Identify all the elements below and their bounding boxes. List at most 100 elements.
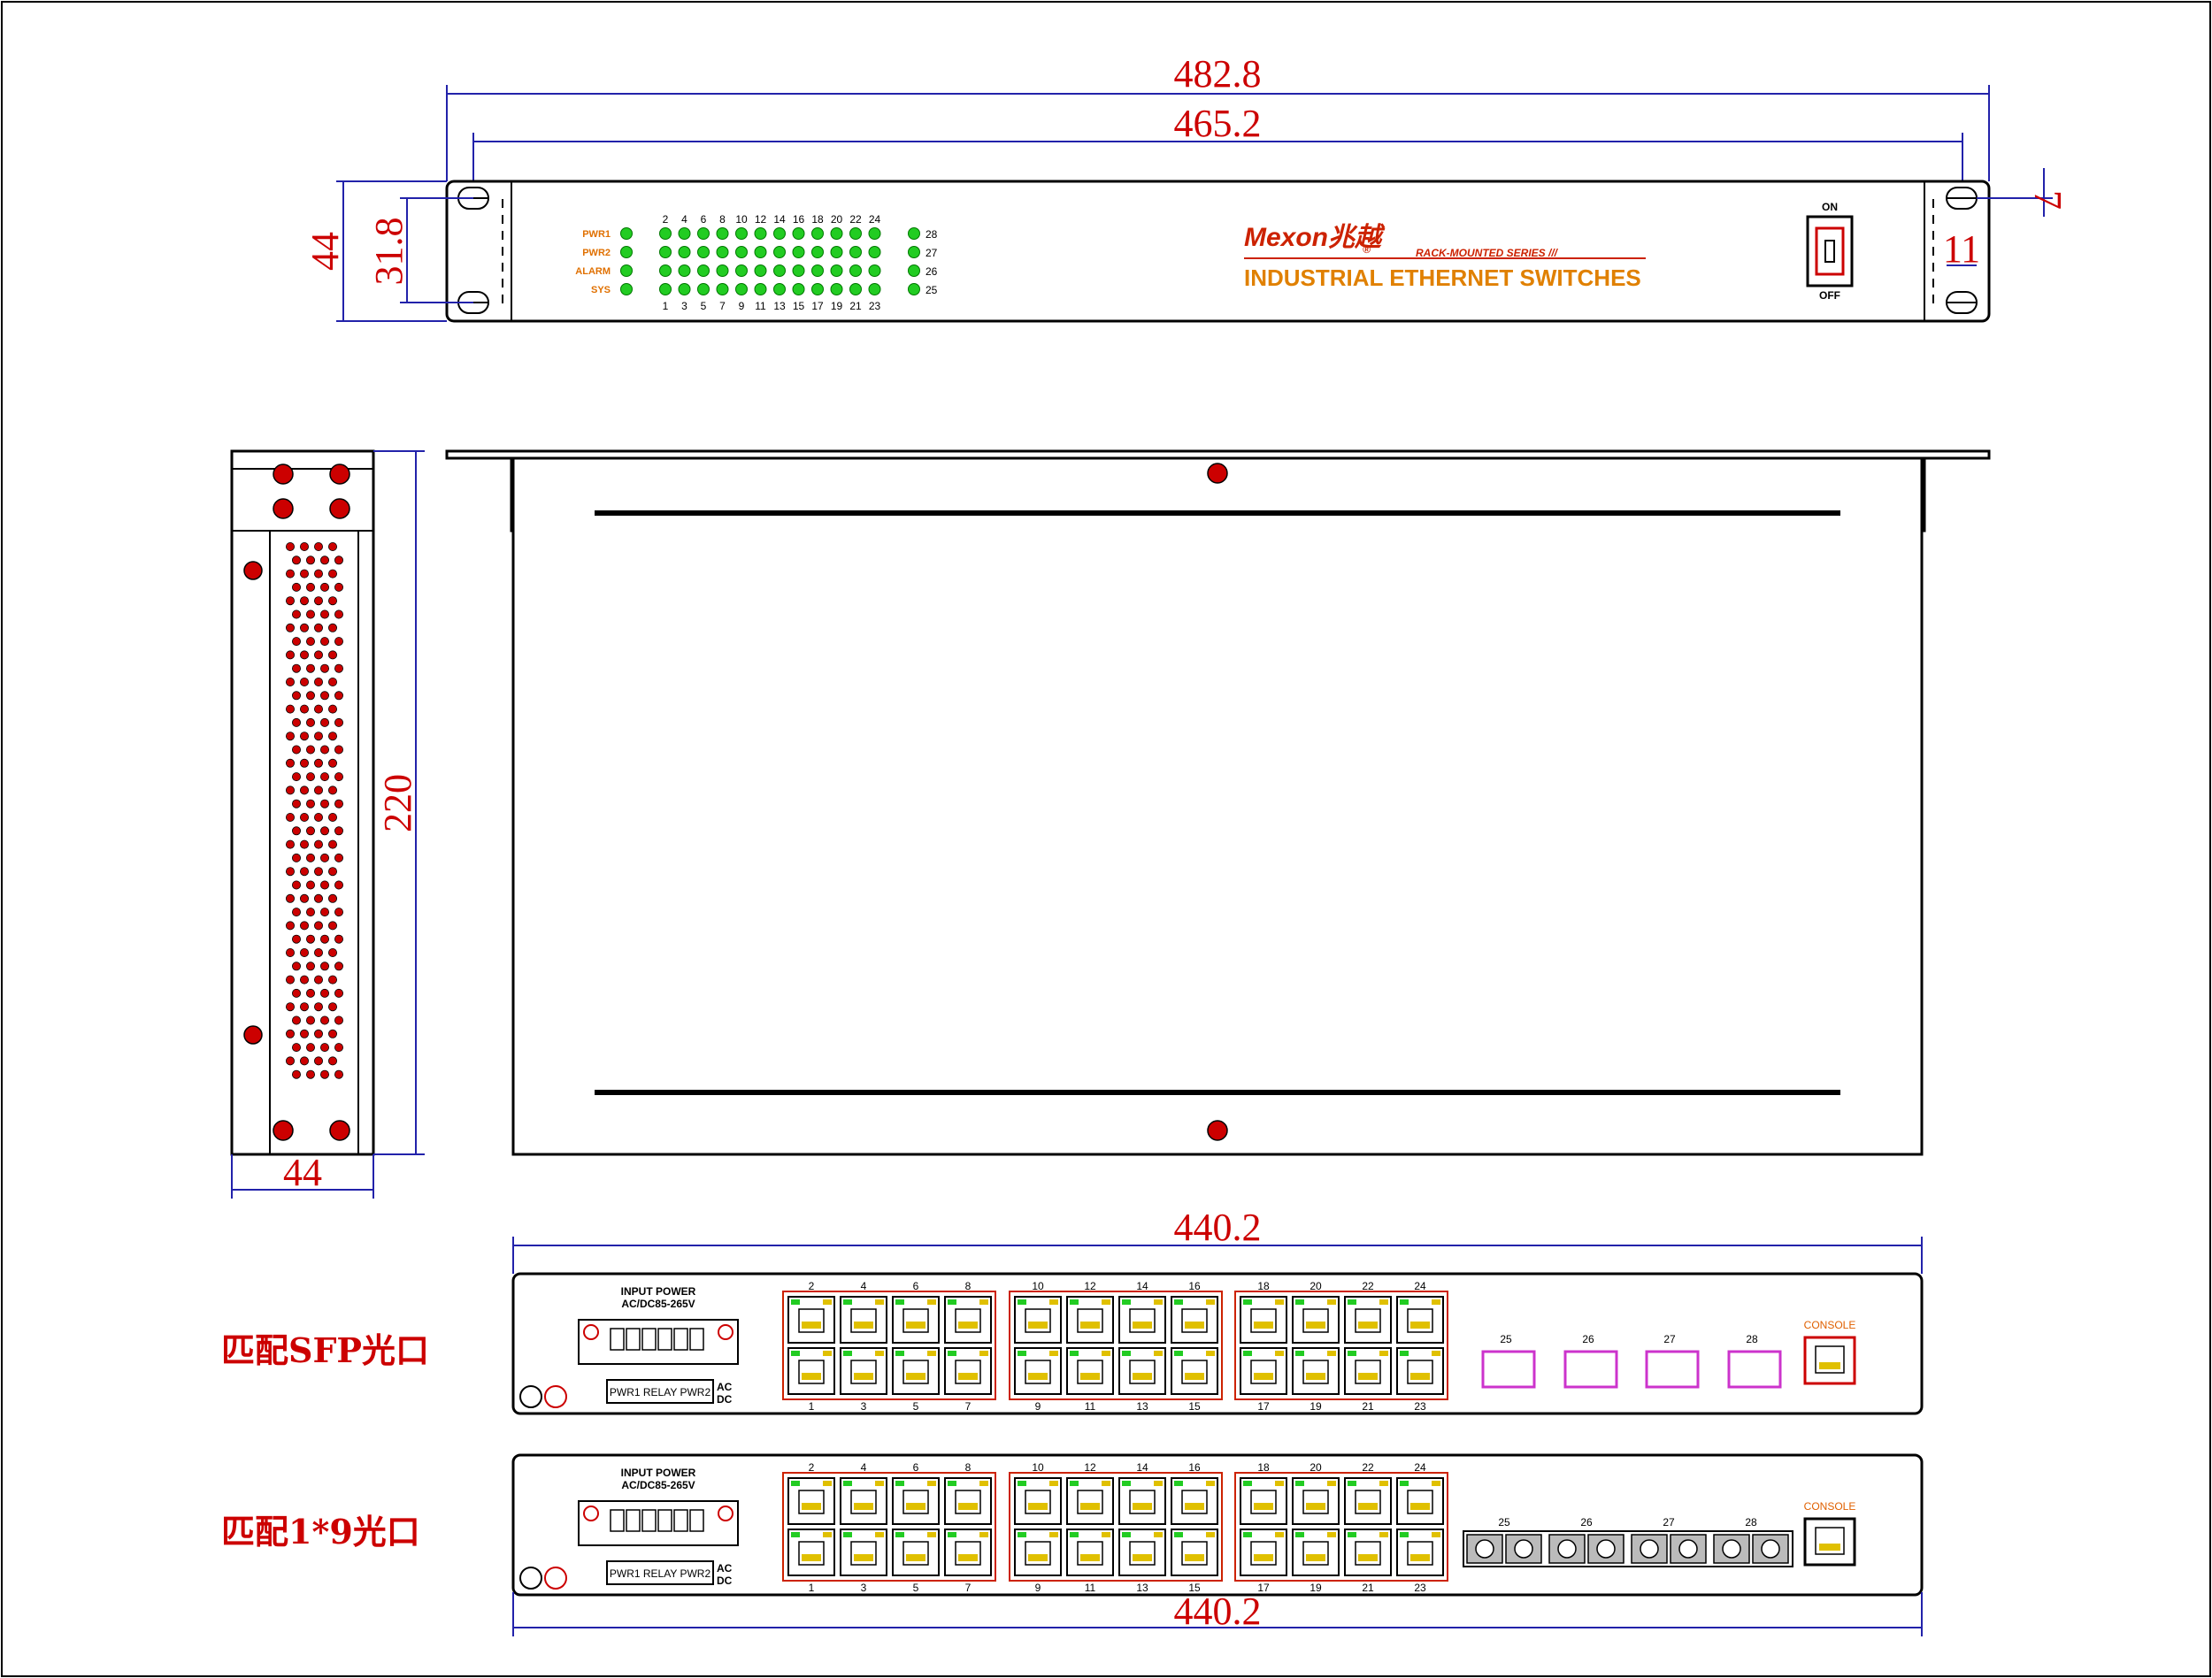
port-number-top: 2: [809, 1461, 815, 1474]
vent-hole: [285, 704, 295, 714]
vent-hole: [334, 772, 343, 782]
vent-hole: [327, 921, 337, 931]
port-led: [716, 264, 729, 277]
vent-hole: [327, 785, 337, 795]
vent-hole: [291, 663, 301, 673]
sfp-port-number: 26: [1582, 1333, 1594, 1345]
port-led: [697, 227, 710, 240]
port-number-bottom: 7: [965, 1582, 972, 1594]
status-led: [620, 283, 633, 295]
port-number-bottom: 17: [1257, 1400, 1270, 1413]
vent-hole: [285, 569, 295, 578]
vent-hole: [334, 799, 343, 808]
port-number-bottom: 11: [1085, 1582, 1096, 1594]
ac-label: AC: [717, 1562, 733, 1575]
power-switch[interactable]: ON OFF: [1806, 201, 1854, 302]
dim-rear-width-2: 440.2: [1174, 1590, 1262, 1633]
vent-hole: [285, 839, 295, 849]
vent-hole: [299, 839, 309, 849]
vent-hole: [334, 691, 343, 701]
port-number-top: 8: [965, 1280, 972, 1292]
dim-mount-width: 465.2: [1174, 102, 1262, 145]
vent-hole: [313, 623, 323, 632]
vent-hole: [285, 921, 295, 931]
vent-hole: [313, 813, 323, 823]
port-number-top: 24: [1414, 1280, 1426, 1292]
sfp-port[interactable]: [1481, 1350, 1536, 1389]
sfp-port-number: 27: [1663, 1333, 1676, 1345]
led-number-top: 4: [681, 213, 687, 226]
front-chassis: [445, 180, 1991, 323]
vent-hole: [291, 745, 301, 755]
vent-hole: [305, 988, 315, 998]
vent-hole: [305, 908, 315, 917]
terminal-labels: PWR1 RELAY PWR2: [610, 1567, 711, 1580]
port-led: [659, 227, 672, 240]
console-port[interactable]: [1803, 1336, 1856, 1385]
port-led: [659, 283, 672, 295]
vent-hole: [291, 908, 301, 917]
port-number-bottom: 3: [861, 1400, 867, 1413]
port-number-bottom: 3: [861, 1582, 867, 1594]
fiber-led-number: 26: [926, 265, 938, 278]
power-title: INPUT POWER: [621, 1285, 696, 1298]
dc-label: DC: [717, 1575, 733, 1587]
vent-hole: [313, 975, 323, 985]
status-led: [620, 246, 633, 258]
port-led: [830, 246, 843, 258]
dim-ear-offset: 11: [1943, 227, 1980, 271]
port-number-bottom: 17: [1257, 1582, 1270, 1594]
led-number-top: 6: [701, 213, 707, 226]
sfp-port[interactable]: [1645, 1350, 1700, 1389]
vent-hole: [334, 663, 343, 673]
port-led: [735, 283, 748, 295]
vent-hole: [327, 1029, 337, 1038]
rear-label-1x9: 匹配1*9光口: [221, 1512, 420, 1552]
vent-hole: [299, 1029, 309, 1038]
vent-hole: [305, 1043, 315, 1053]
vent-hole: [285, 948, 295, 958]
vent-hole: [313, 732, 323, 741]
port-led: [868, 227, 881, 240]
sfp-port[interactable]: [1727, 1350, 1782, 1389]
vent-hole: [327, 704, 337, 714]
port-led: [697, 246, 710, 258]
port-led: [830, 227, 843, 240]
vent-hole: [313, 650, 323, 660]
vent-hole: [319, 853, 329, 862]
vent-hole: [299, 623, 309, 632]
port-number-bottom: 15: [1188, 1400, 1201, 1413]
dc-label: DC: [717, 1393, 733, 1406]
vent-hole: [334, 880, 343, 890]
port-number-top: 14: [1136, 1280, 1148, 1292]
port-led: [849, 246, 862, 258]
port-number-top: 24: [1414, 1461, 1426, 1474]
port-number-top: 2: [809, 1280, 815, 1292]
port-number-bottom: 11: [1085, 1400, 1096, 1413]
led-number-top: 2: [663, 213, 669, 226]
sfp-port[interactable]: [1563, 1350, 1618, 1389]
port-number-bottom: 19: [1310, 1400, 1322, 1413]
port-led: [754, 246, 767, 258]
port-number-top: 22: [1362, 1280, 1374, 1292]
port-led: [868, 283, 881, 295]
vent-hole: [313, 678, 323, 687]
led-number-top: 18: [811, 213, 824, 226]
port-led: [678, 264, 691, 277]
port-led: [716, 246, 729, 258]
port-number-bottom: 13: [1136, 1400, 1148, 1413]
vent-hole: [285, 596, 295, 606]
vent-hole: [319, 609, 329, 619]
vent-hole: [319, 799, 329, 808]
ear-holes: [457, 187, 1978, 314]
brand-logo: Mexon兆越: [1244, 223, 1386, 252]
vent-hole: [327, 758, 337, 768]
vent-hole: [299, 893, 309, 903]
port-number-top: 16: [1188, 1280, 1201, 1292]
vent-hole: [305, 582, 315, 592]
vent-hole: [319, 556, 329, 565]
vent-hole: [327, 948, 337, 958]
port-number-top: 12: [1084, 1461, 1096, 1474]
